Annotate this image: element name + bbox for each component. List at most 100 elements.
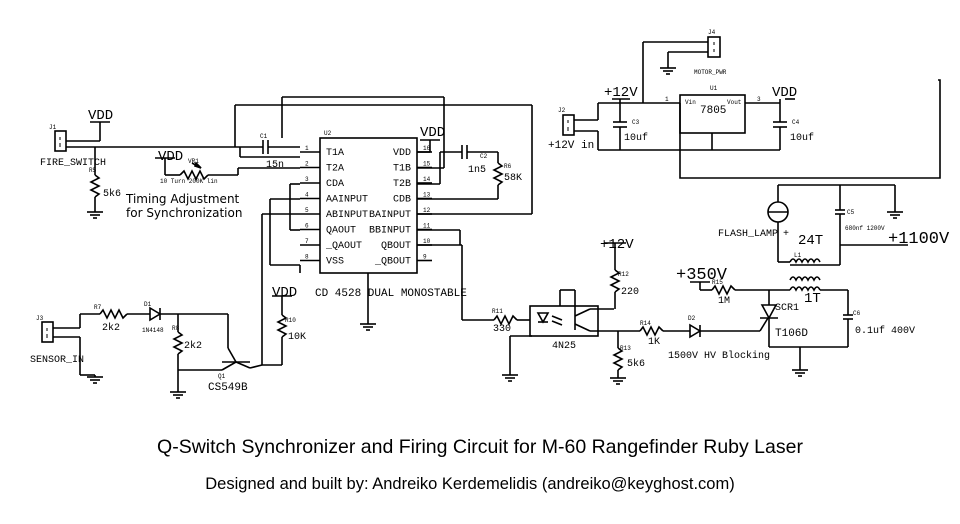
ic-left-pin-number: 1 [305,145,309,152]
regulator-name: 7805 [700,105,726,117]
d1-label: D1 [144,301,152,308]
sensor-in-label: SENSOR_IN [30,355,84,366]
ic-left-pin-label: AAINPUT [326,195,368,206]
motor-power-connector: J4 MOTOR_PWR [642,29,727,103]
r7-label: R7 [94,304,102,311]
v12-in-connector: J2 +12V in [548,103,599,152]
vdd-label-fire: VDD [88,108,113,124]
ic-right-pin-label: _QBOUT [374,257,411,268]
timing-note-line2: for Synchronization [126,206,242,220]
v1100-label: +1100V [888,230,950,249]
ic-left-pin-label: QAOUT [326,226,356,237]
r11-label: R11 [492,308,503,315]
vdd-label-10k: VDD [272,285,297,301]
ic-right-pin-label: T1B [393,164,411,175]
r-10k-value: 10K [288,332,306,343]
reg-vin: Vin [685,99,696,106]
optocoupler-4n25: 4N25 [502,289,618,382]
timing-note-line1: Timing Adjustment [125,192,240,206]
r5-label: R5 [89,167,97,174]
r-330-value: 330 [493,324,511,335]
d2-label: D2 [688,315,696,322]
r-1k-value: 1K [648,337,660,348]
c2-value: 1n5 [468,165,486,176]
ic-right-pin-label: T2B [393,179,411,190]
r-58k-value: 58K [504,173,522,184]
t-1t-label: 1T [804,291,821,307]
c5-label: C5 [847,209,855,216]
j3-label: J3 [36,315,44,322]
r13-label: R13 [620,345,631,352]
resistor-5k6-lower: R13 5k6 [610,331,645,385]
ic-right-pin-label: QBOUT [381,241,411,252]
transistor-name: CS549B [208,382,248,394]
transistor-cs549b: Q1 CS549B [208,314,263,394]
optocoupler-name: 4N25 [552,341,576,352]
diode-1n4148: D1 1N4148 [142,301,228,334]
r-5k6-b-value: 5k6 [627,358,645,370]
ic-left-pin-number: 3 [305,176,309,183]
ic-ref-label: U2 [324,130,332,137]
ic-left-pin-label: T1A [326,148,344,159]
ic-right-pins: 16VDD15T1B14T2B13CDB12BAINPUT11BBINPUT10… [369,145,432,268]
ic-right-pin-number: 16 [423,145,431,152]
motor-pwr-label: MOTOR_PWR [694,69,727,76]
v12-in-label: +12V in [548,140,594,152]
ic-left-pin-number: 5 [305,207,309,214]
hv-350-rail: +350V R15 1M [676,266,769,307]
ic-right-pin-label: CDB [393,195,411,206]
ic-left-pin-label: ABINPUT [326,210,368,221]
r10-label: R10 [285,317,296,324]
resistor-10k: VDD R10 10K [262,285,306,366]
c3-label: C3 [632,119,640,126]
d-block-value: 1500V HV Blocking [668,350,770,362]
diode-hv-blocking: D2 1500V HV Blocking [668,315,770,362]
ic-right-pin-number: 12 [423,207,431,214]
ic-left-pin-number: 7 [305,238,309,245]
r-fire-value: 5k6 [103,188,121,200]
q1-label: Q1 [218,373,226,380]
c5-value: 680nf 1200V [845,225,885,232]
flash-lamp-label: FLASH_LAMP [718,229,778,240]
j1-label: J1 [49,124,57,131]
ic-cd4528: U2 CD 4528 DUAL MONOSTABLE [315,130,467,331]
r8-label: R8 [172,325,180,332]
flash-lamp: FLASH_LAMP + C5 680nf 1200V +1100V [718,184,950,266]
fire-switch-wiring: VDD R5 5k6 [66,108,240,219]
ic-left-pin-number: 6 [305,223,309,230]
r-220-value: 220 [621,287,639,298]
flash-lamp-plus: + [783,229,789,240]
l1-label: L1 [794,252,802,259]
ic-right-pin-number: 13 [423,192,431,199]
ic-left-pin-label: VSS [326,257,344,268]
ic-name-label: CD 4528 DUAL MONOSTABLE [315,288,467,300]
vdd-label-ic: VDD [420,125,445,141]
sensor-in-connector: J3 SENSOR_IN R7 2k2 [30,304,150,384]
scr-name: T106D [775,328,808,340]
resistor-2k2-shunt: R8 2k2 [170,314,222,399]
j2-label: J2 [558,107,566,114]
regulator-ref: U1 [710,85,718,92]
v12-label-opto: +12V [600,237,634,253]
fire-switch-connector: J1 FIRE_SWITCH [40,124,106,169]
reg-pin-in: 1 [665,96,669,103]
resistor-330: R11 330 [492,308,530,335]
r-2k2-shunt-value: 2k2 [184,340,202,352]
pot-value: 10 Turn 200K lin [160,178,218,185]
c3-value: 10uf [624,132,648,144]
ic-right-pin-number: 10 [423,238,431,245]
c1-value: 15n [266,160,284,171]
r-2k2-series-value: 2k2 [102,322,120,334]
timing-pot: VDD VR1 10 Turn 200K lin [155,149,300,185]
capacitor-c1: C1 15n [239,133,300,171]
vdd-label-pot: VDD [158,149,183,165]
resistor-220: +12V R12 220 [600,237,639,309]
c2-label: C2 [480,153,488,160]
ic-left-pin-label: CDA [326,179,344,190]
ic-wiring: VDD C2 1n5 R6 58K [234,96,533,365]
trigger-transformer: L1 24T 1T C6 0.1uf 400V [769,233,915,377]
j4-label: J4 [708,29,716,36]
t-24t-label: 24T [798,233,823,249]
